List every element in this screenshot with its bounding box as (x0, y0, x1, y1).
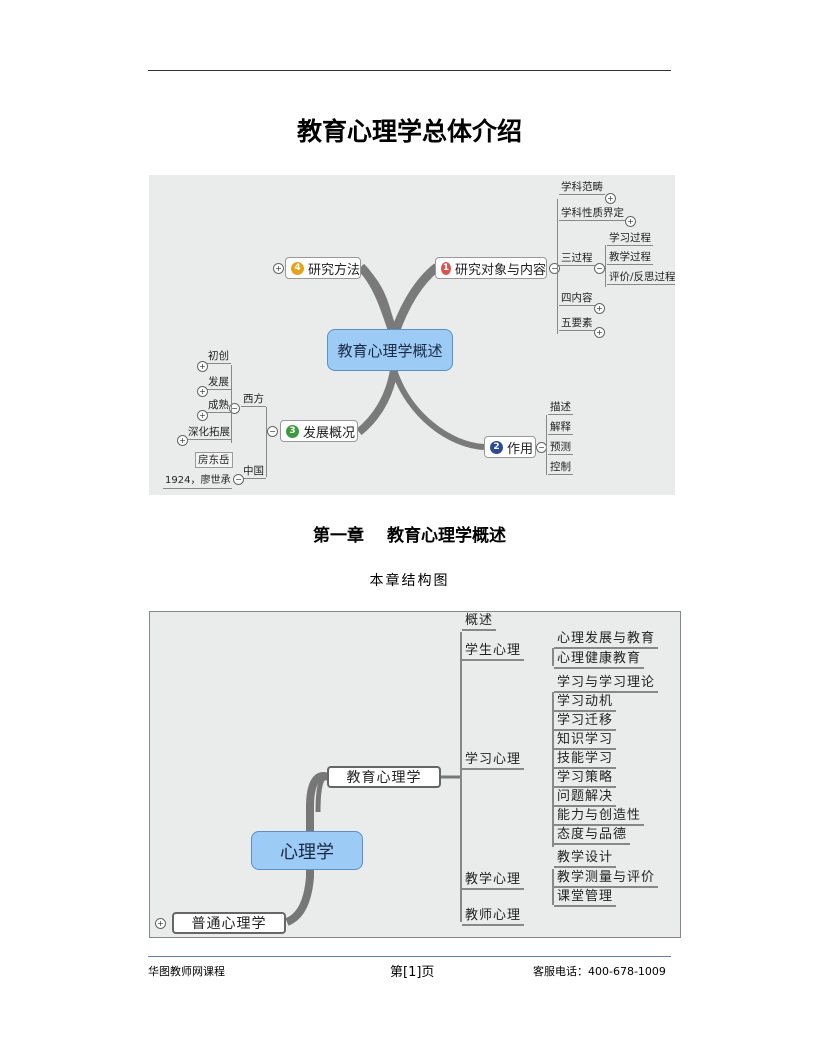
number-badge-icon: 4 (291, 261, 304, 275)
branch-function[interactable]: 2 作用 (484, 436, 536, 458)
subtopic-strategy[interactable]: 学习策略 (554, 770, 617, 788)
footer-course: 华图教师网课程 (148, 965, 225, 978)
leaf-four-contents[interactable]: 四内容 (559, 292, 595, 306)
leaf-founding[interactable]: 初创 (206, 350, 231, 364)
header-rule (148, 70, 671, 71)
leaf-control[interactable]: 控制 (548, 461, 573, 475)
collapse-toggle-icon[interactable]: − (233, 474, 244, 485)
branch-label: 研究方法 (307, 262, 360, 278)
subtopic-problem-solving[interactable]: 问题解决 (554, 789, 617, 807)
leaf-evaluation-process[interactable]: 评价/反思过程 (607, 270, 675, 285)
leaf-learning-process[interactable]: 学习过程 (607, 232, 653, 246)
mindmap-chapter-structure: 心理学 教育心理学 普通心理学 + 概述 学生心理 心理发展与教育 心理健康教育… (149, 611, 681, 938)
subtopic-mental-health[interactable]: 心理健康教育 (554, 651, 645, 669)
mindmap-overview: 教育心理学概述 1 研究对象与内容 − 学科范畴 + 学科性质界定 + 三过程 … (149, 175, 675, 495)
branch-label: 研究对象与内容 (454, 262, 546, 278)
branch-label: 作用 (507, 441, 534, 457)
leaf-fang-dongyue[interactable]: 房东岳 (195, 452, 233, 468)
expand-toggle-icon[interactable]: + (273, 263, 284, 274)
leaf-subject-nature[interactable]: 学科性质界定 (559, 207, 626, 221)
branch-research-method[interactable]: 4 研究方法 (285, 257, 361, 279)
page-title: 教育心理学总体介绍 (296, 117, 522, 146)
number-badge-icon: 3 (286, 424, 299, 438)
expand-toggle-icon[interactable]: + (197, 386, 208, 397)
connector (546, 415, 547, 475)
leaf-describe[interactable]: 描述 (548, 401, 573, 415)
expand-toggle-icon[interactable]: + (197, 410, 208, 421)
connector (557, 199, 558, 334)
topic-teaching-psychology[interactable]: 教学心理 (462, 872, 525, 890)
branch-educational-psychology[interactable]: 教育心理学 (327, 766, 441, 788)
branch-research-object[interactable]: 1 研究对象与内容 (435, 257, 547, 279)
expand-toggle-icon[interactable]: + (625, 216, 636, 227)
leaf-west[interactable]: 西方 (241, 393, 266, 407)
subtopic-measurement[interactable]: 教学测量与评价 (554, 870, 659, 888)
leaf-china[interactable]: 中国 (241, 465, 266, 479)
collapse-toggle-icon[interactable]: − (594, 263, 605, 274)
collapse-toggle-icon[interactable]: − (229, 403, 240, 414)
subtopic-attitude[interactable]: 态度与品德 (554, 827, 631, 845)
subtopic-creativity[interactable]: 能力与创造性 (554, 808, 645, 826)
center-node[interactable]: 教育心理学概述 (327, 329, 453, 371)
connector (231, 365, 232, 443)
expand-toggle-icon[interactable]: + (594, 327, 605, 338)
structure-label: 本章结构图 (369, 573, 450, 589)
branch-development[interactable]: 3 发展概况 (280, 420, 358, 442)
leaf-five-elements[interactable]: 五要素 (559, 317, 595, 331)
topic-student-psychology[interactable]: 学生心理 (462, 643, 525, 661)
branch-general-psychology[interactable]: 普通心理学 (172, 912, 286, 934)
leaf-deepen-expand[interactable]: 深化拓展 (186, 426, 232, 440)
number-badge-icon: 1 (441, 261, 451, 275)
footer-rule (148, 956, 671, 957)
expand-toggle-icon[interactable]: + (155, 918, 166, 929)
connector (605, 245, 606, 287)
connector (552, 692, 554, 847)
topic-overview[interactable]: 概述 (462, 613, 497, 631)
number-badge-icon: 2 (490, 440, 503, 454)
subtopic-skill[interactable]: 技能学习 (554, 751, 617, 769)
subtopic-classroom[interactable]: 课堂管理 (554, 889, 617, 907)
leaf-liao-shicheng[interactable]: 1924，廖世承 (163, 474, 233, 489)
leaf-explain[interactable]: 解释 (548, 421, 573, 435)
expand-toggle-icon[interactable]: + (605, 193, 616, 204)
collapse-toggle-icon[interactable]: − (549, 263, 560, 274)
topic-learning-psychology[interactable]: 学习心理 (462, 752, 525, 770)
center-node[interactable]: 心理学 (251, 831, 363, 870)
leaf-developing[interactable]: 发展 (206, 376, 231, 390)
footer-phone: 客服电话：400-678-1009 (533, 965, 666, 978)
subtopic-development[interactable]: 心理发展与教育 (554, 631, 659, 649)
subtopic-transfer[interactable]: 学习迁移 (554, 713, 617, 731)
connector (460, 632, 462, 922)
page-number: 第[1]页 (390, 965, 435, 980)
subtopic-motivation[interactable]: 学习动机 (554, 694, 617, 712)
subtopic-instructional-design[interactable]: 教学设计 (554, 850, 617, 868)
connector (552, 869, 554, 905)
leaf-predict[interactable]: 预测 (548, 441, 573, 455)
leaf-teaching-process[interactable]: 教学过程 (607, 251, 653, 265)
collapse-toggle-icon[interactable]: − (267, 426, 278, 437)
subtopic-knowledge[interactable]: 知识学习 (554, 732, 617, 750)
expand-toggle-icon[interactable]: + (197, 361, 208, 372)
branch-label: 发展概况 (303, 425, 356, 441)
leaf-subject-scope[interactable]: 学科范畴 (559, 181, 605, 195)
leaf-mature[interactable]: 成熟 (206, 399, 231, 413)
topic-teacher-psychology[interactable]: 教师心理 (462, 908, 525, 926)
subtopic-learning-theory[interactable]: 学习与学习理论 (554, 675, 659, 693)
connector (266, 407, 267, 477)
connector (552, 648, 554, 666)
chapter-title: 第一章 教育心理学概述 (313, 526, 506, 546)
expand-toggle-icon[interactable]: + (177, 435, 188, 446)
leaf-three-processes[interactable]: 三过程 (559, 252, 595, 266)
expand-toggle-icon[interactable]: + (594, 303, 605, 314)
